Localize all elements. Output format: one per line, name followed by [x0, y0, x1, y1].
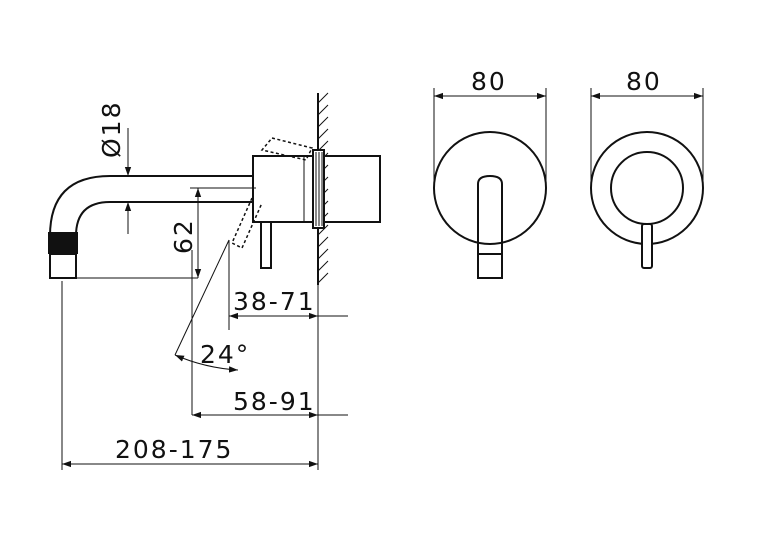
range-1-dimension: 38-71	[229, 287, 348, 320]
height-dimension: 62	[169, 188, 202, 278]
diameter-dimension: Ø18	[97, 101, 132, 234]
front-view-1: 80	[433, 67, 547, 279]
front-view-2: 80	[590, 67, 704, 269]
diameter-label: Ø18	[97, 101, 126, 159]
side-view: Ø18 62 38-71 24° 58-91	[48, 92, 381, 470]
mixer-body	[252, 155, 314, 223]
range-2-dimension: 58-91	[191, 250, 348, 419]
range-1-label: 38-71	[233, 287, 316, 316]
rosette-1	[433, 131, 547, 245]
lever-front-2	[641, 223, 653, 269]
angle-dimension: 24°	[174, 239, 250, 373]
plate-width-1-label: 80	[471, 67, 507, 96]
angle-label: 24°	[200, 340, 250, 369]
lever-front-1	[477, 174, 503, 254]
spout-length-dimension: 208-175	[62, 435, 318, 468]
plate-width-2-label: 80	[626, 67, 662, 96]
plate-ribs	[315, 152, 323, 226]
lever-rotated-outline	[260, 137, 314, 161]
cartridge-cap	[610, 151, 684, 225]
spout	[48, 175, 253, 279]
mixer-housing	[323, 155, 381, 223]
lever	[260, 221, 272, 269]
height-label: 62	[169, 218, 198, 254]
range-2-label: 58-91	[233, 387, 316, 416]
spout-length-label: 208-175	[115, 435, 233, 464]
